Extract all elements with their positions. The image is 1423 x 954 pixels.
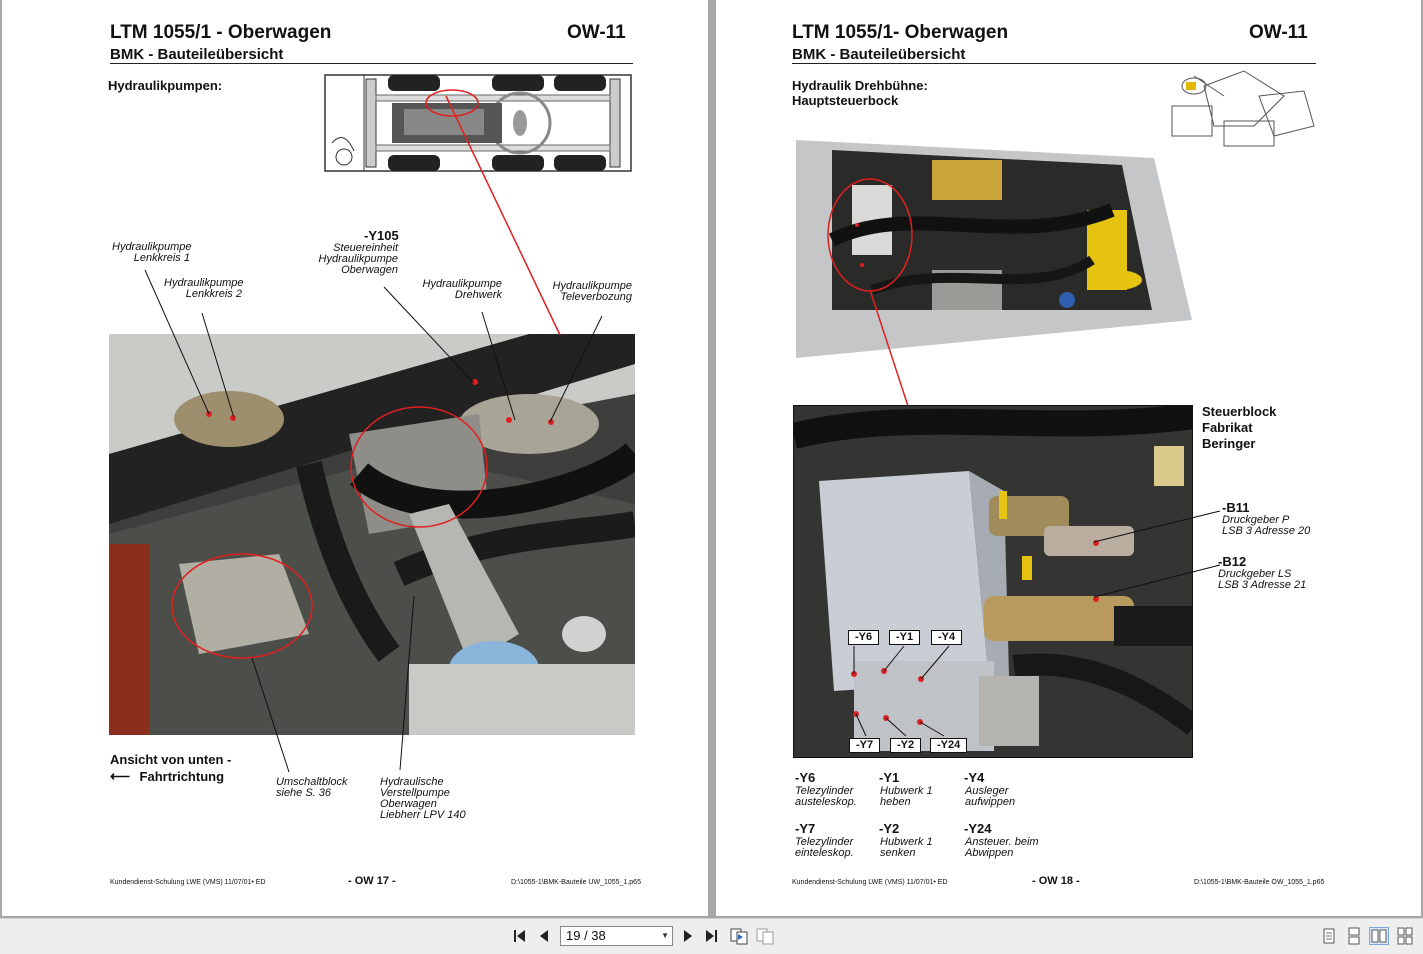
chassis-diagram	[324, 74, 632, 172]
b11-code: -B11	[1222, 500, 1250, 515]
chevron-down-icon: ▼	[661, 931, 669, 940]
label-y105-text: Steuereinheit Hydraulikpumpe Oberwagen	[318, 242, 398, 276]
two-page-icon	[1371, 929, 1387, 943]
legend-y6-code: -Y6	[795, 770, 816, 785]
footer-right: D:\1055-1\BMK-Bauteile UW_1055_1.p65	[511, 879, 641, 886]
legend-y4-code: -Y4	[964, 770, 985, 785]
pump-photo-art	[109, 334, 635, 735]
go-forward-icon	[756, 928, 774, 945]
crane-sketch	[1171, 70, 1315, 147]
page-code: OW-11	[1249, 22, 1308, 43]
top-photo-art	[792, 140, 1192, 360]
legend-y24-text: Ansteuer. beim Abwippen	[965, 836, 1039, 859]
label-umschaltblock: Umschaltblock siehe S. 36	[276, 776, 348, 799]
label-y105-code: -Y105	[364, 228, 399, 243]
prev-page-icon	[540, 930, 548, 942]
legend-y7-text: Telezylinder einteleskop.	[795, 836, 854, 859]
top-photo	[792, 140, 1192, 360]
go-back-icon	[730, 928, 748, 945]
label-pump-tele: Hydraulikpumpe Televerbozung	[552, 280, 632, 303]
section-heading: Hydraulik Drehbühne:	[792, 78, 928, 93]
direction-row: ⟵ Fahrtrichtung	[110, 768, 224, 786]
left-page: LTM 1055/1 - Oberwagen OW-11 BMK - Baute…	[2, 0, 708, 916]
b12-text: Druckgeber LS LSB 3 Adresse 21	[1218, 568, 1307, 591]
viewer-toolbar: 19 / 38 ▼	[0, 918, 1423, 954]
valve-block-photo: -Y6 -Y1 -Y4 -Y7 -Y2 -Y24	[793, 405, 1193, 758]
legend-y4-text: Ausleger aufwippen	[965, 785, 1016, 808]
label-pump-lenkkreis-2: Hydraulikpumpe Lenkkreis 2	[164, 277, 244, 300]
footer-right: D:\1055-1\BMK-Bauteile OW_1055_1.p65	[1194, 879, 1325, 886]
tag-y2: -Y2	[890, 738, 922, 753]
block-label: Steuerblock Fabrikat Beringer	[1202, 404, 1277, 451]
legend-y1-text: Hubwerk 1 heben	[880, 785, 933, 808]
section-subheading: Hauptsteuerbock	[792, 93, 899, 108]
b11-text: Druckgeber P LSB 3 Adresse 20	[1222, 514, 1311, 537]
tag-y4: -Y4	[931, 630, 963, 645]
footer-left: Kundendienst-Schulung LWE (VMS) 11/07/01…	[110, 879, 266, 886]
continuous-icon	[1348, 927, 1360, 945]
header-rule	[110, 63, 633, 64]
prev-page-button[interactable]	[535, 927, 555, 945]
view-caption: Ansicht von unten -	[110, 752, 232, 767]
footer-page-number: - OW 17 -	[348, 875, 396, 887]
section-heading: Hydraulikpumpen:	[108, 78, 223, 93]
go-forward-button[interactable]	[755, 927, 775, 945]
two-page-continuous-icon	[1397, 927, 1413, 945]
tag-y24: -Y24	[930, 738, 968, 753]
two-page-continuous-button[interactable]	[1395, 927, 1415, 945]
last-page-button[interactable]	[702, 927, 722, 945]
right-page: LTM 1055/1- Oberwagen OW-11 BMK - Bautei…	[716, 0, 1421, 916]
legend-y24-code: -Y24	[964, 821, 992, 836]
legend-y1-code: -Y1	[879, 770, 900, 785]
page-number-value: 19 / 38	[566, 928, 606, 943]
first-page-button[interactable]	[510, 927, 530, 945]
footer-left: Kundendienst-Schulung LWE (VMS) 11/07/01…	[792, 879, 948, 886]
first-page-icon	[514, 930, 525, 942]
pump-photo	[109, 334, 635, 735]
legend-y2-code: -Y2	[879, 821, 900, 836]
direction-caption: Fahrtrichtung	[139, 769, 225, 784]
footer-page-number: - OW 18 -	[1032, 875, 1080, 887]
next-page-icon	[684, 930, 692, 942]
label-pump-drehwerk: Hydraulikpumpe Drehwerk	[422, 278, 502, 301]
go-back-button[interactable]	[729, 927, 749, 945]
page-number-select[interactable]: 19 / 38 ▼	[560, 926, 673, 946]
legend-y2-text: Hubwerk 1 senken	[880, 836, 933, 859]
label-pump-lenkkreis-1: Hydraulikpumpe Lenkkreis 1	[112, 241, 192, 264]
two-page-view-button[interactable]	[1369, 927, 1389, 945]
label-verstellpumpe: Hydraulische Verstellpumpe Oberwagen Lie…	[380, 776, 466, 821]
single-page-icon	[1323, 928, 1335, 944]
tag-y6: -Y6	[848, 630, 880, 645]
arrow-left-icon: ⟵	[110, 768, 131, 784]
page-title: LTM 1055/1 - Oberwagen	[110, 22, 332, 43]
valve-block-photo-art	[794, 406, 1192, 757]
continuous-view-button[interactable]	[1344, 927, 1364, 945]
next-page-button[interactable]	[678, 927, 698, 945]
single-page-view-button[interactable]	[1319, 927, 1339, 945]
page-subtitle: BMK - Bauteileübersicht	[110, 46, 284, 63]
tag-y1: -Y1	[889, 630, 921, 645]
header-rule	[792, 63, 1316, 64]
legend-y6-text: Telezylinder austeleskop.	[795, 785, 857, 808]
b12-code: -B12	[1218, 554, 1247, 569]
last-page-icon	[706, 930, 717, 942]
page-code: OW-11	[567, 22, 626, 43]
page-subtitle: BMK - Bauteileübersicht	[792, 46, 966, 63]
legend-y7-code: -Y7	[795, 821, 816, 836]
page-title: LTM 1055/1- Oberwagen	[792, 22, 1009, 43]
tag-y7: -Y7	[849, 738, 881, 753]
